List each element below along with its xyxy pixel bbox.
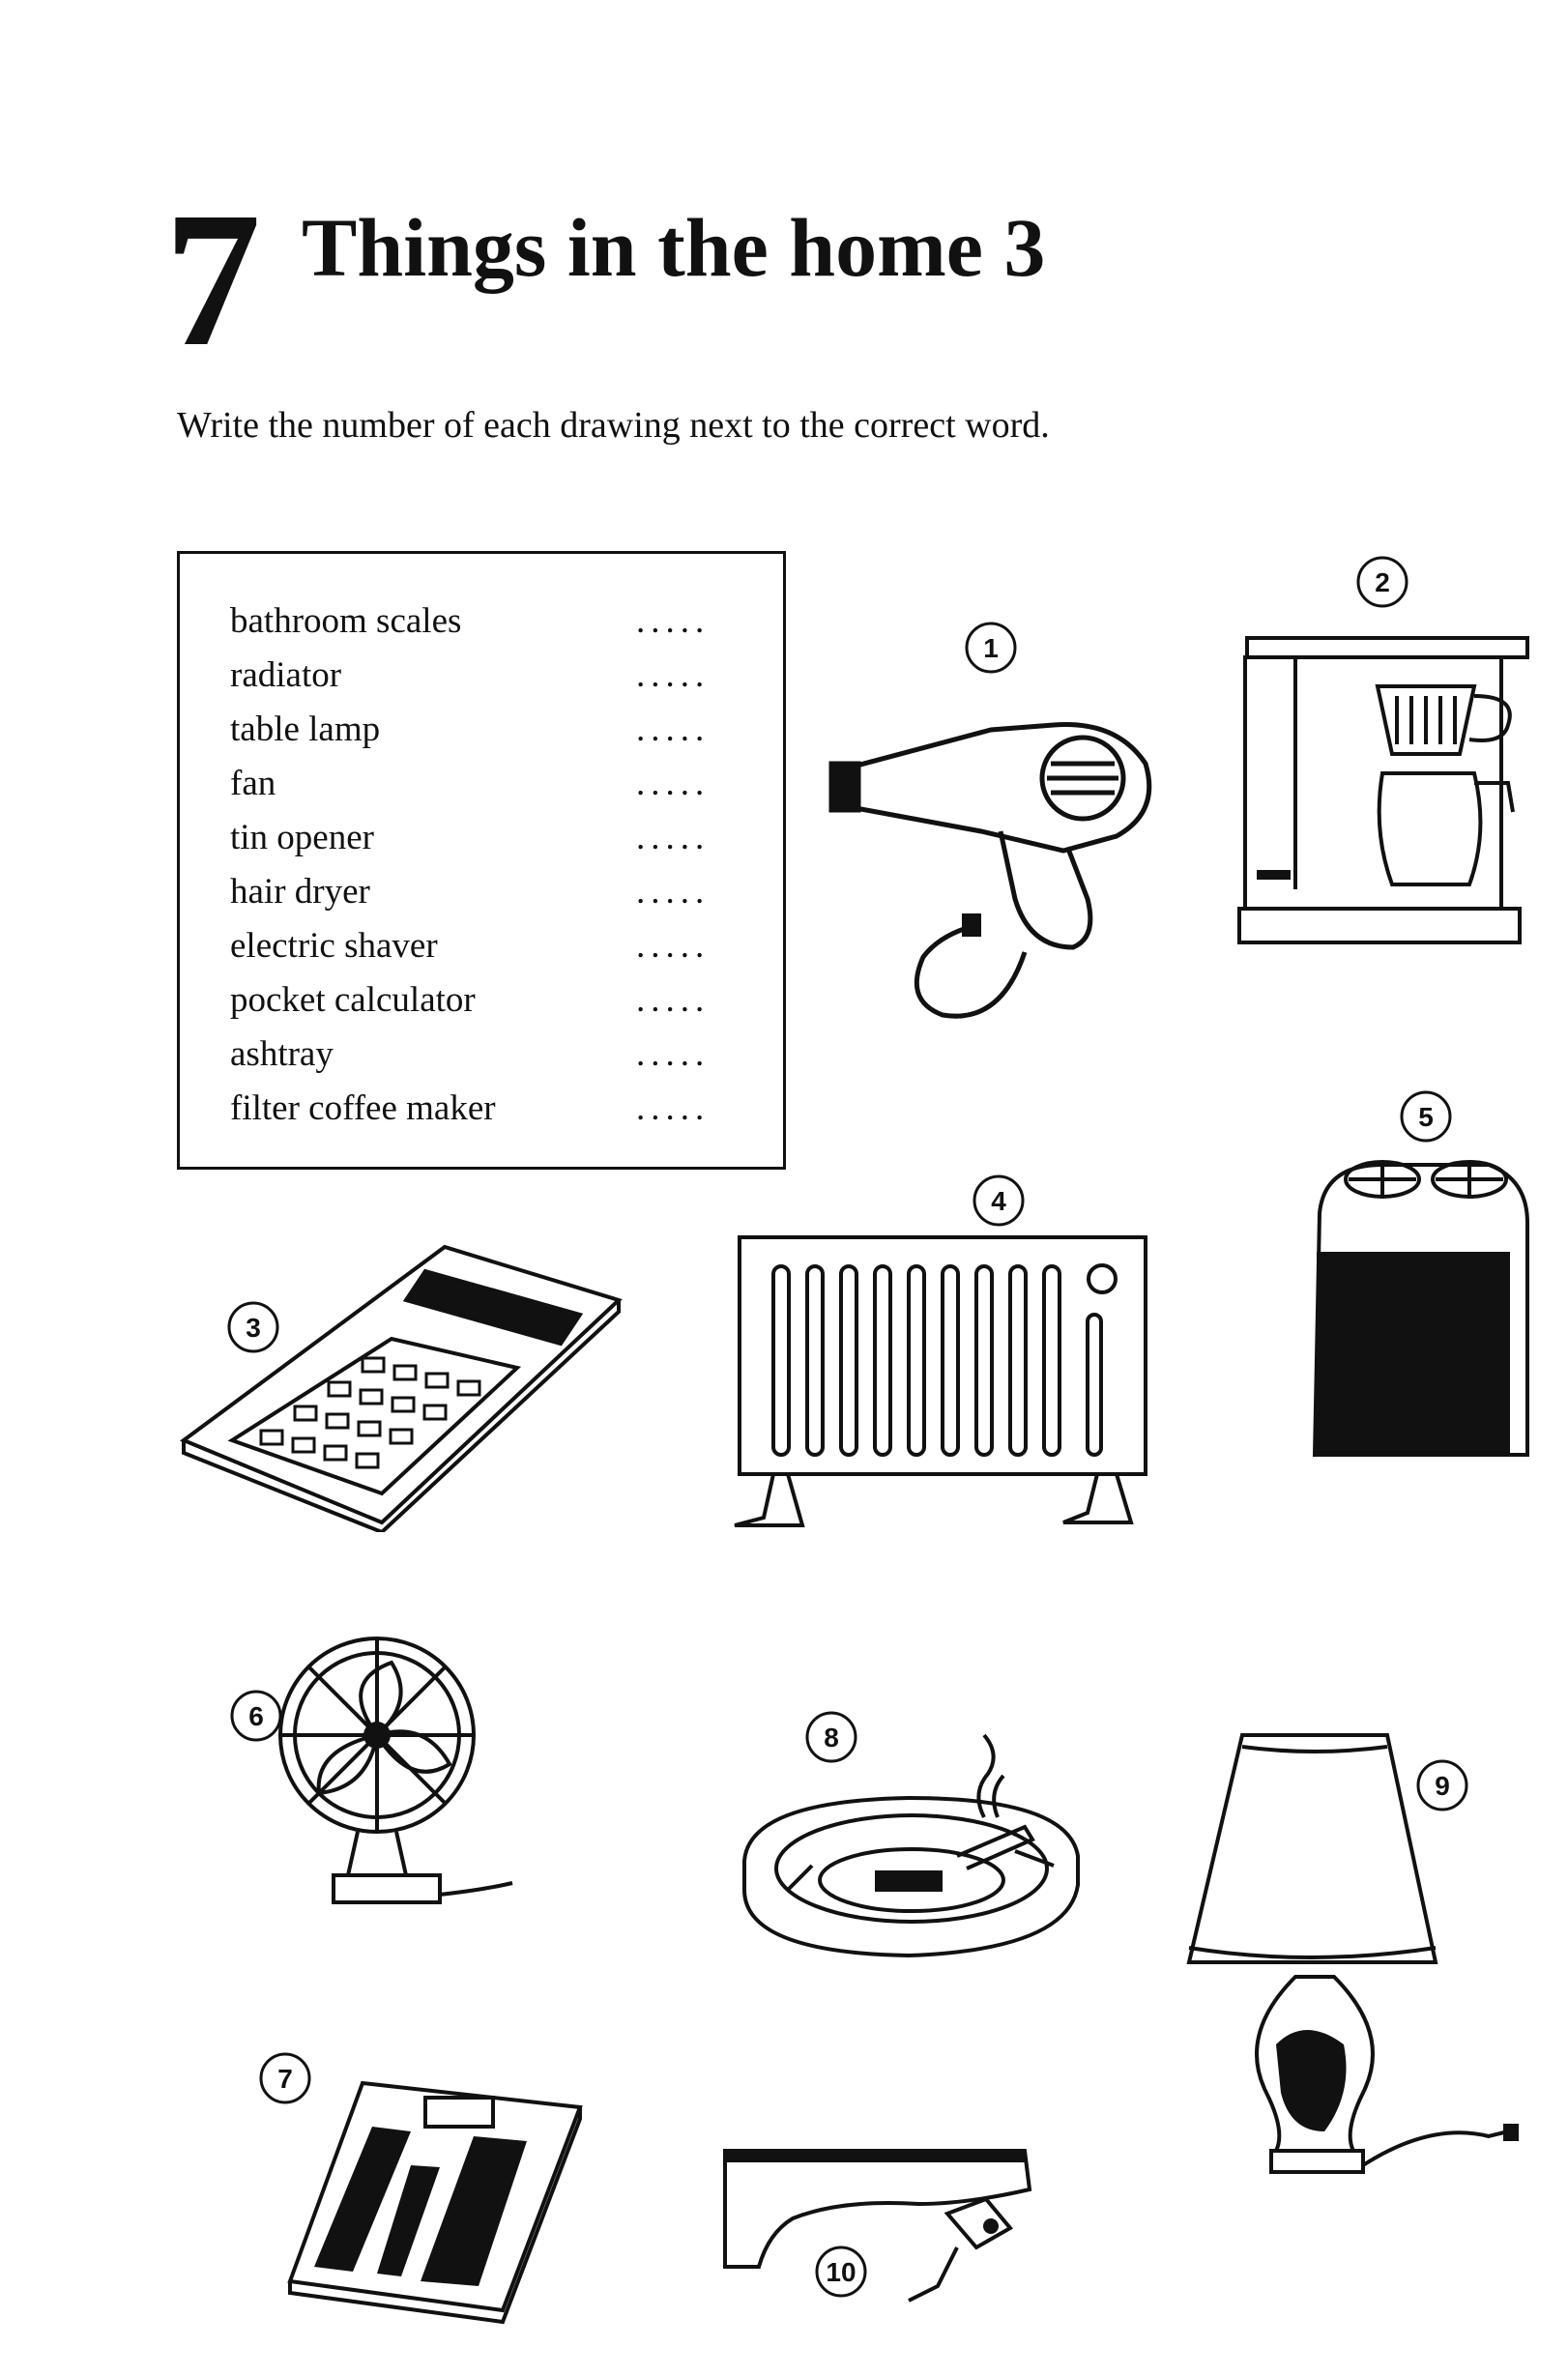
picture-number-badge: 9 — [1416, 1759, 1468, 1811]
answer-blank[interactable]: ..... — [636, 764, 711, 803]
word-label: filter coffee maker — [230, 1088, 496, 1128]
fan-icon: 6 — [230, 1637, 513, 1904]
electric-shaver-icon: 5 — [1312, 1090, 1529, 1457]
word-row: radiator..... — [230, 654, 752, 705]
ashtray-icon: 8 — [742, 1711, 1080, 1958]
picture-number-badge: 2 — [1356, 556, 1408, 608]
svg-text:2: 2 — [1375, 567, 1390, 597]
word-label: pocket calculator — [230, 980, 476, 1020]
answer-blank[interactable]: ..... — [636, 818, 711, 857]
word-row: table lamp..... — [230, 709, 752, 759]
word-label: ashtray — [230, 1034, 334, 1074]
picture-number-badge: 3 — [227, 1301, 279, 1353]
word-list-box: bathroom scales..... radiator..... table… — [177, 551, 786, 1170]
tin-opener-icon: 10 — [723, 2149, 1032, 2303]
answer-blank[interactable]: ..... — [636, 1088, 711, 1128]
svg-text:5: 5 — [1418, 1102, 1434, 1132]
word-label: radiator — [230, 655, 342, 695]
answer-blank[interactable]: ..... — [636, 710, 711, 749]
svg-text:9: 9 — [1435, 1771, 1450, 1801]
word-row: bathroom scales..... — [230, 600, 752, 651]
svg-text:10: 10 — [826, 2257, 856, 2287]
exercise-number: 7 — [164, 173, 261, 387]
word-row: pocket calculator..... — [230, 979, 752, 1029]
word-row: fan..... — [230, 763, 752, 813]
picture-number-badge: 6 — [230, 1690, 282, 1742]
word-row: ashtray..... — [230, 1033, 752, 1084]
word-label: tin opener — [230, 818, 374, 857]
calculator-keys — [259, 1356, 481, 1469]
answer-blank[interactable]: ..... — [636, 655, 711, 695]
word-row: filter coffee maker..... — [230, 1087, 752, 1138]
word-row: tin opener..... — [230, 817, 752, 867]
picture-number-badge: 10 — [815, 2246, 867, 2298]
instruction-text: Write the number of each drawing next to… — [177, 405, 1050, 446]
filter-coffee-maker-icon: 2 — [1237, 556, 1529, 944]
svg-text:7: 7 — [277, 2064, 293, 2094]
picture-number-badge: 7 — [259, 2052, 311, 2104]
word-label: electric shaver — [230, 926, 438, 966]
hair-dryer-icon: 1 — [828, 622, 1152, 1019]
picture-number-badge: 4 — [973, 1174, 1025, 1227]
svg-text:1: 1 — [983, 633, 999, 663]
word-row: hair dryer..... — [230, 871, 752, 921]
word-label: table lamp — [230, 710, 381, 749]
radiator-icon: 4 — [734, 1174, 1147, 1527]
picture-number-badge: 1 — [965, 622, 1017, 674]
answer-blank[interactable]: ..... — [636, 926, 711, 966]
answer-blank[interactable]: ..... — [636, 601, 711, 641]
svg-text:3: 3 — [246, 1313, 261, 1343]
answer-blank[interactable]: ..... — [636, 872, 711, 912]
answer-blank[interactable]: ..... — [636, 980, 711, 1020]
answer-blank[interactable]: ..... — [636, 1034, 711, 1074]
picture-number-badge: 5 — [1400, 1090, 1452, 1143]
word-label: fan — [230, 764, 276, 803]
word-row: electric shaver..... — [230, 925, 752, 975]
word-label: hair dryer — [230, 872, 370, 912]
table-lamp-icon: 9 — [1186, 1733, 1519, 2174]
svg-text:6: 6 — [248, 1701, 264, 1731]
pocket-calculator-icon: 3 — [179, 1244, 623, 1532]
bathroom-scales-icon: 7 — [259, 2052, 583, 2325]
svg-text:4: 4 — [991, 1186, 1006, 1216]
word-label: bathroom scales — [230, 601, 462, 641]
picture-number-badge: 8 — [805, 1711, 857, 1763]
page-title: Things in the home 3 — [302, 201, 1046, 294]
svg-text:8: 8 — [824, 1723, 839, 1753]
